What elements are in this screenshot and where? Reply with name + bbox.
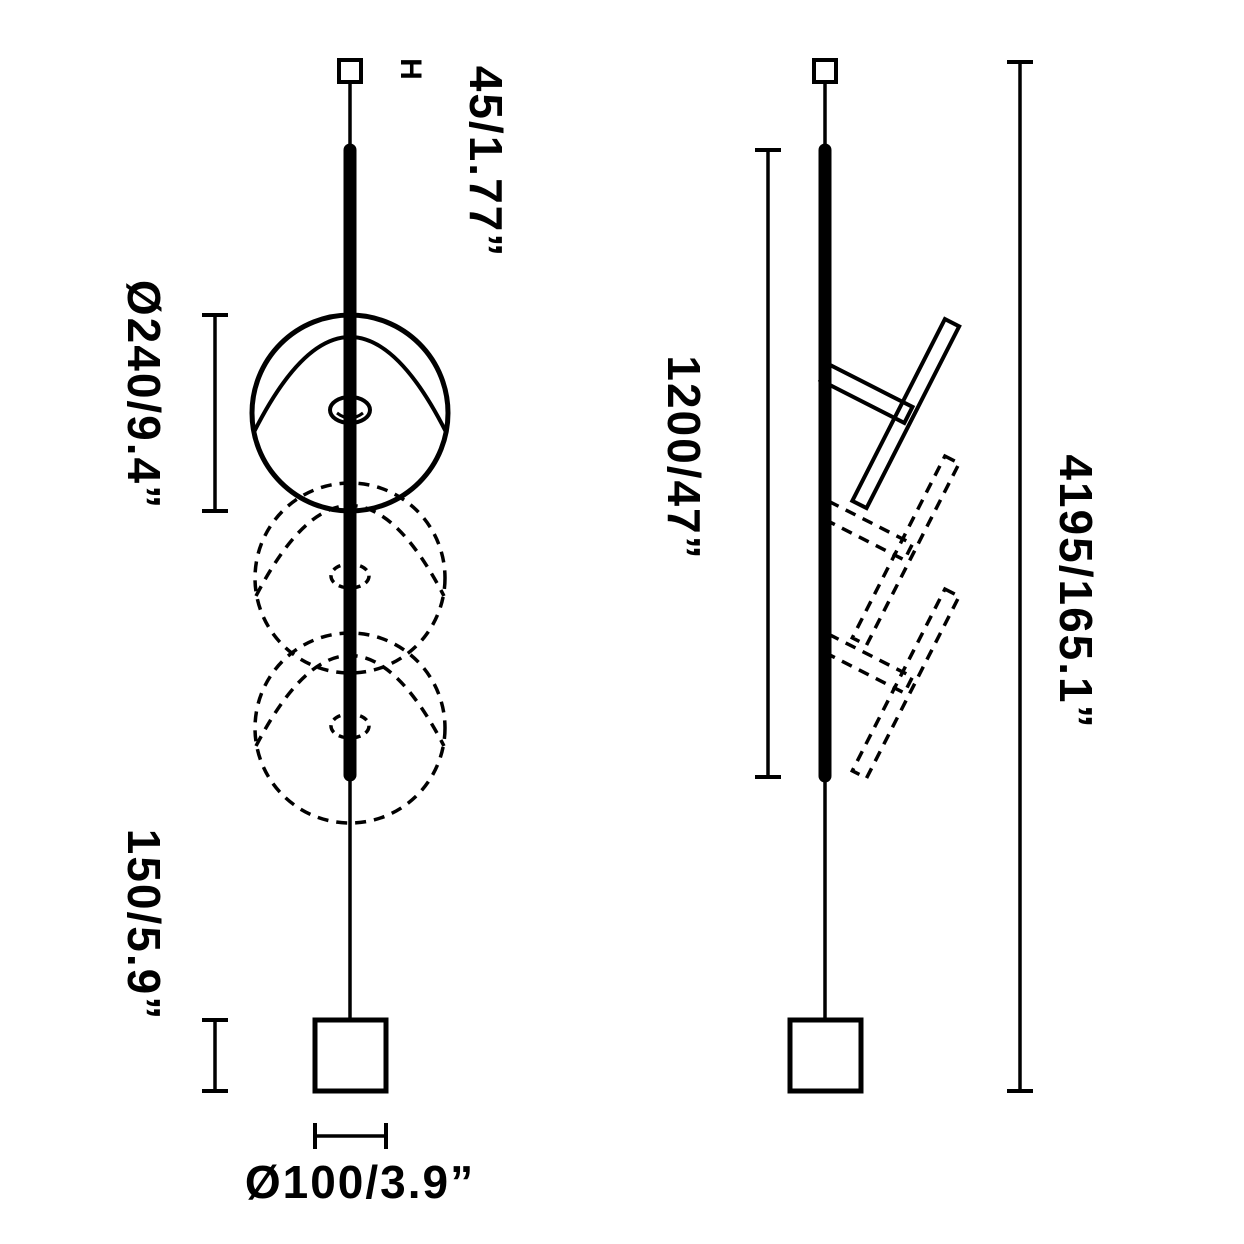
side-counterweight	[787, 1017, 864, 1094]
side-view: 1200/47” 4195/165.1”	[658, 58, 1102, 1094]
overall-length-dimension: 4195/165.1”	[1007, 60, 1102, 1093]
front-ceiling-mount	[337, 58, 363, 84]
height-symbol: H	[394, 58, 427, 80]
side-shade	[817, 316, 962, 511]
weight-diameter-label: Ø100/3.9”	[245, 1156, 475, 1208]
side-ceiling-mount	[812, 58, 838, 84]
rod-length-label: 1200/47”	[658, 355, 710, 560]
weight-height-dimension: 150/5.9”	[118, 829, 228, 1093]
shade-diameter-dimension: Ø240/9.4”	[118, 280, 228, 513]
ghost-shade-edge	[849, 586, 962, 781]
front-view: H 45/1.77” Ø240/9.4” 150/5.9” Ø100/3.9”	[118, 58, 512, 1208]
ghost-shade-rim	[254, 504, 446, 597]
shade-hub	[328, 395, 372, 425]
ghost-shade-edge	[849, 453, 962, 648]
front-shade-ghost-1	[253, 481, 447, 675]
weight-diameter-dimension: Ø100/3.9”	[245, 1123, 475, 1208]
ghost-shade-rim	[254, 654, 446, 747]
shade-edge	[849, 316, 962, 511]
shade-hub-detail	[336, 411, 364, 420]
front-counterweight	[312, 1017, 389, 1094]
shade-rim	[252, 335, 448, 433]
canopy-height-label: 45/1.77”	[460, 66, 512, 258]
side-shade-ghost-2	[818, 586, 962, 781]
ghost-shade-outline	[253, 631, 447, 825]
front-shade	[249, 312, 451, 514]
front-shade-ghost-2	[253, 631, 447, 825]
side-shade-ghost-1	[818, 453, 962, 648]
overall-length-label: 4195/165.1”	[1050, 454, 1102, 729]
ghost-shade-hub	[329, 562, 371, 590]
shade-diameter-label: Ø240/9.4”	[118, 280, 170, 510]
shade-outline	[249, 312, 451, 514]
rod-length-dimension: 1200/47”	[658, 148, 781, 779]
ghost-shade-outline	[253, 481, 447, 675]
ghost-shade-hub	[329, 712, 371, 740]
weight-height-label: 150/5.9”	[118, 829, 170, 1021]
